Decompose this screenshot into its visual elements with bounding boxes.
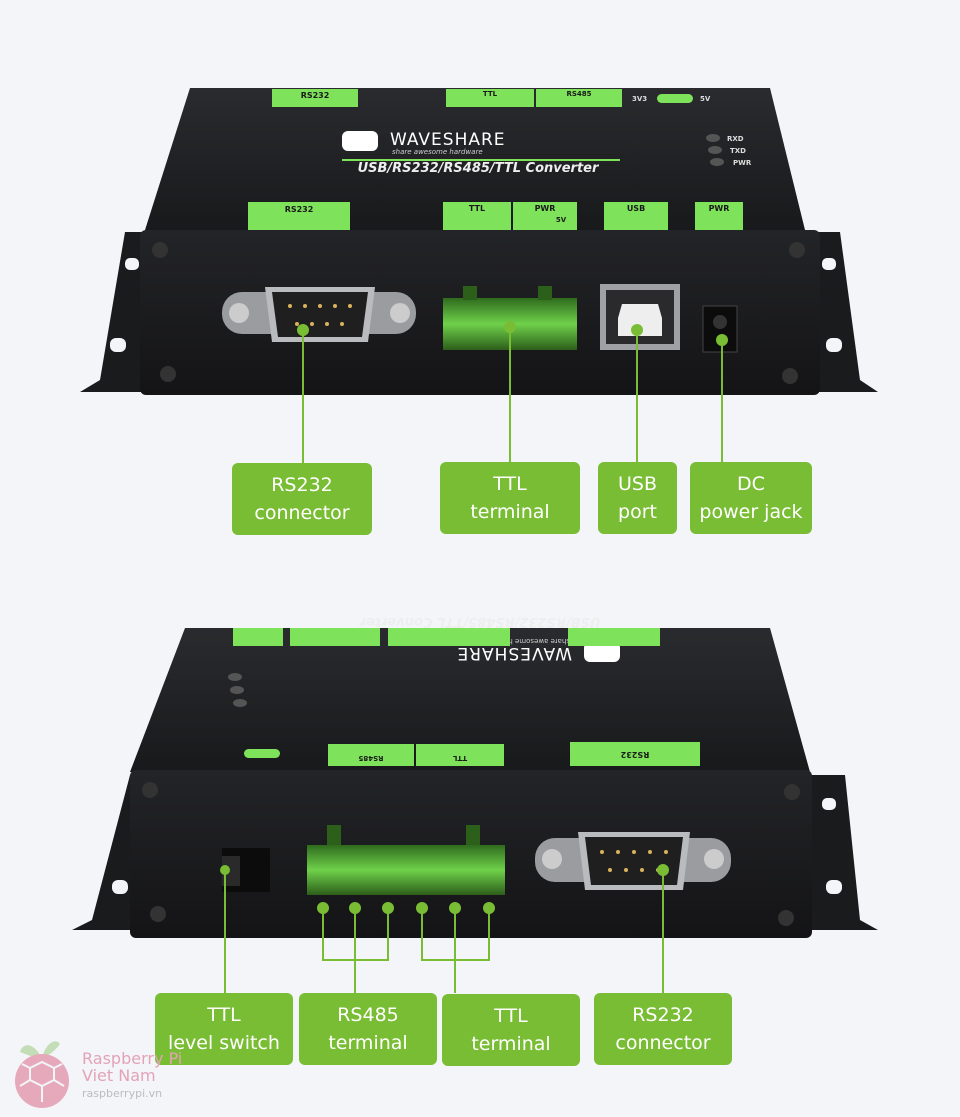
callout-rs485-terminal: RS485 terminal: [299, 993, 437, 1065]
rs232-db9-connector: [222, 287, 416, 342]
callout-line2: terminal: [470, 501, 550, 523]
callout-line1: TTL: [494, 1005, 528, 1027]
watermark-line2: Viet Nam: [82, 1066, 156, 1085]
callout-ttl-level-switch: TTL level switch: [155, 993, 293, 1065]
watermark-line1: Raspberry Pi: [82, 1049, 183, 1068]
status-leds: RXD TXD PWR: [706, 134, 752, 167]
label-dc-pwr-front: PWR: [709, 204, 730, 213]
callout-line2: level switch: [168, 1032, 280, 1054]
level-switch-top: [657, 94, 693, 103]
callout-rs232-connector: RS232 connector: [232, 463, 372, 535]
callout-ttl-terminal-rear: TTL terminal: [442, 994, 580, 1066]
callout-line1: TTL: [493, 473, 527, 495]
callout-line2: port: [618, 501, 657, 523]
callout-line2: power jack: [699, 501, 803, 523]
label-pwr-front: PWR: [535, 204, 556, 213]
callout-line1: RS232: [271, 474, 333, 496]
brand-tagline-inverted: share awesome hardware: [480, 637, 570, 645]
label-usb-front: USB: [627, 204, 645, 213]
callout-usb-port: USB port: [598, 462, 677, 534]
label-rs485-top: RS485: [566, 90, 591, 98]
converter-rear-view: WAVESHARE share awesome hardware USB/RS2…: [72, 614, 878, 993]
device-top-face: [130, 628, 810, 772]
label-5v-front: 5V: [556, 216, 567, 224]
label-3v3: 3V3: [632, 95, 647, 103]
callout-line2: terminal: [471, 1033, 551, 1055]
callout-line2: terminal: [328, 1032, 408, 1054]
callout-line1: DC: [737, 473, 765, 495]
callout-line1: RS232: [632, 1004, 694, 1026]
label-5v: 5V: [700, 95, 711, 103]
converter-front-view: RS232 TTL RS485 3V3 5V WAVESHARE share a…: [80, 88, 878, 463]
callout-rs232-connector-rear: RS232 connector: [594, 993, 732, 1065]
mounting-flange-left: [80, 232, 150, 392]
model-name: USB/RS232/RS485/TTL Converter: [358, 161, 600, 176]
led-label-txd: TXD: [730, 147, 746, 155]
brand-name-inverted: WAVESHARE: [456, 643, 572, 663]
label-rs232-inverted: RS232: [621, 750, 650, 759]
raspberry-icon: [15, 1041, 69, 1108]
waveshare-logo-icon: [342, 131, 378, 151]
rs485-ttl-terminal-block: [307, 825, 505, 895]
led-label-pwr: PWR: [733, 159, 752, 167]
watermark-logo: Raspberry Pi Viet Nam raspberrypi.vn: [12, 1030, 252, 1110]
led-label-rxd: RXD: [727, 135, 744, 143]
watermark-url: raspberrypi.vn: [82, 1087, 163, 1100]
callout-line2: connector: [254, 502, 350, 524]
mounting-flange-right: [810, 232, 878, 392]
rs232-db9-connector: [535, 832, 731, 890]
brand-tagline: share awesome hardware: [392, 148, 483, 156]
label-rs232-top: RS232: [301, 91, 330, 100]
label-rs232-front: RS232: [285, 205, 314, 214]
model-name-inverted: USB/RS232/RS485/TTL Converter: [358, 614, 600, 629]
callout-line2: connector: [615, 1032, 711, 1054]
usb-b-port: [600, 284, 680, 350]
callout-ttl-terminal: TTL terminal: [440, 462, 580, 534]
mounting-flange-right: [810, 775, 878, 930]
callout-line1: RS485: [337, 1004, 399, 1026]
brand-name: WAVESHARE: [390, 130, 506, 150]
callout-line1: USB: [617, 473, 657, 495]
label-ttl-top: TTL: [483, 90, 498, 98]
label-rs485-inverted: RS485: [358, 754, 383, 762]
label-ttl-front: TTL: [469, 204, 485, 213]
label-ttl-inverted: TTL: [452, 754, 467, 762]
callout-line1: TTL: [207, 1004, 241, 1026]
callout-dc-power-jack: DC power jack: [690, 462, 812, 534]
